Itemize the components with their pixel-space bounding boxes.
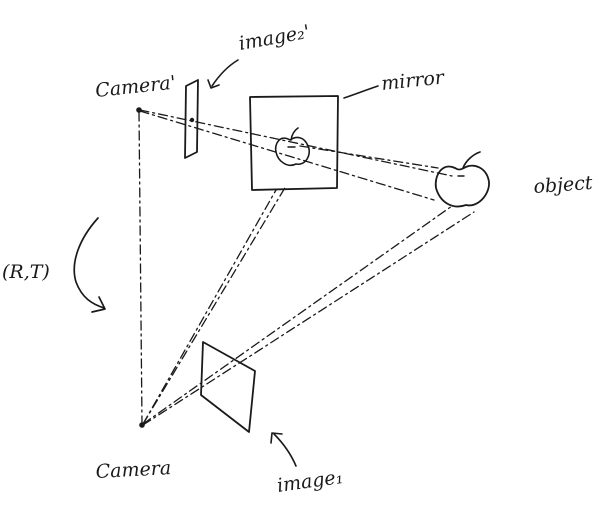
camera-label: Camera (95, 457, 172, 483)
mirror-square (249, 95, 339, 191)
ray-camera-to-mirror-left (142, 189, 277, 425)
camera-baseline (138, 111, 143, 424)
image-1-pointer-arrow (273, 433, 297, 467)
image-2-label: image₂' (237, 21, 311, 55)
mirror-label: mirror (380, 66, 447, 95)
image-1-arrowhead (270, 432, 283, 444)
image-2-arrowhead (207, 79, 220, 89)
image-2-pointer-arrow (211, 59, 239, 87)
transform-curved-arrow (73, 217, 105, 309)
transform-label: (R,T) (2, 261, 50, 283)
image-1-plane (200, 341, 256, 433)
image-1-label: image₁ (276, 466, 345, 497)
mirror-pointer-line (343, 85, 379, 99)
ray-camera-to-object-upper (142, 205, 453, 425)
transform-arrowhead (91, 296, 106, 313)
ray-camera-to-mirror-right (142, 185, 287, 425)
ray-mirror-to-object (299, 145, 439, 169)
image-2-plane (184, 79, 199, 159)
camera-prime-label: Camera' (94, 72, 177, 102)
ray-camera-prime-to-object-bottom (139, 110, 435, 201)
object-apple (434, 151, 490, 208)
ray-camera-prime-to-object-top (139, 109, 453, 177)
mirror-apple-reflection (274, 127, 311, 167)
object-label: object (533, 172, 594, 198)
ray-camera-to-object-lower (142, 211, 475, 426)
